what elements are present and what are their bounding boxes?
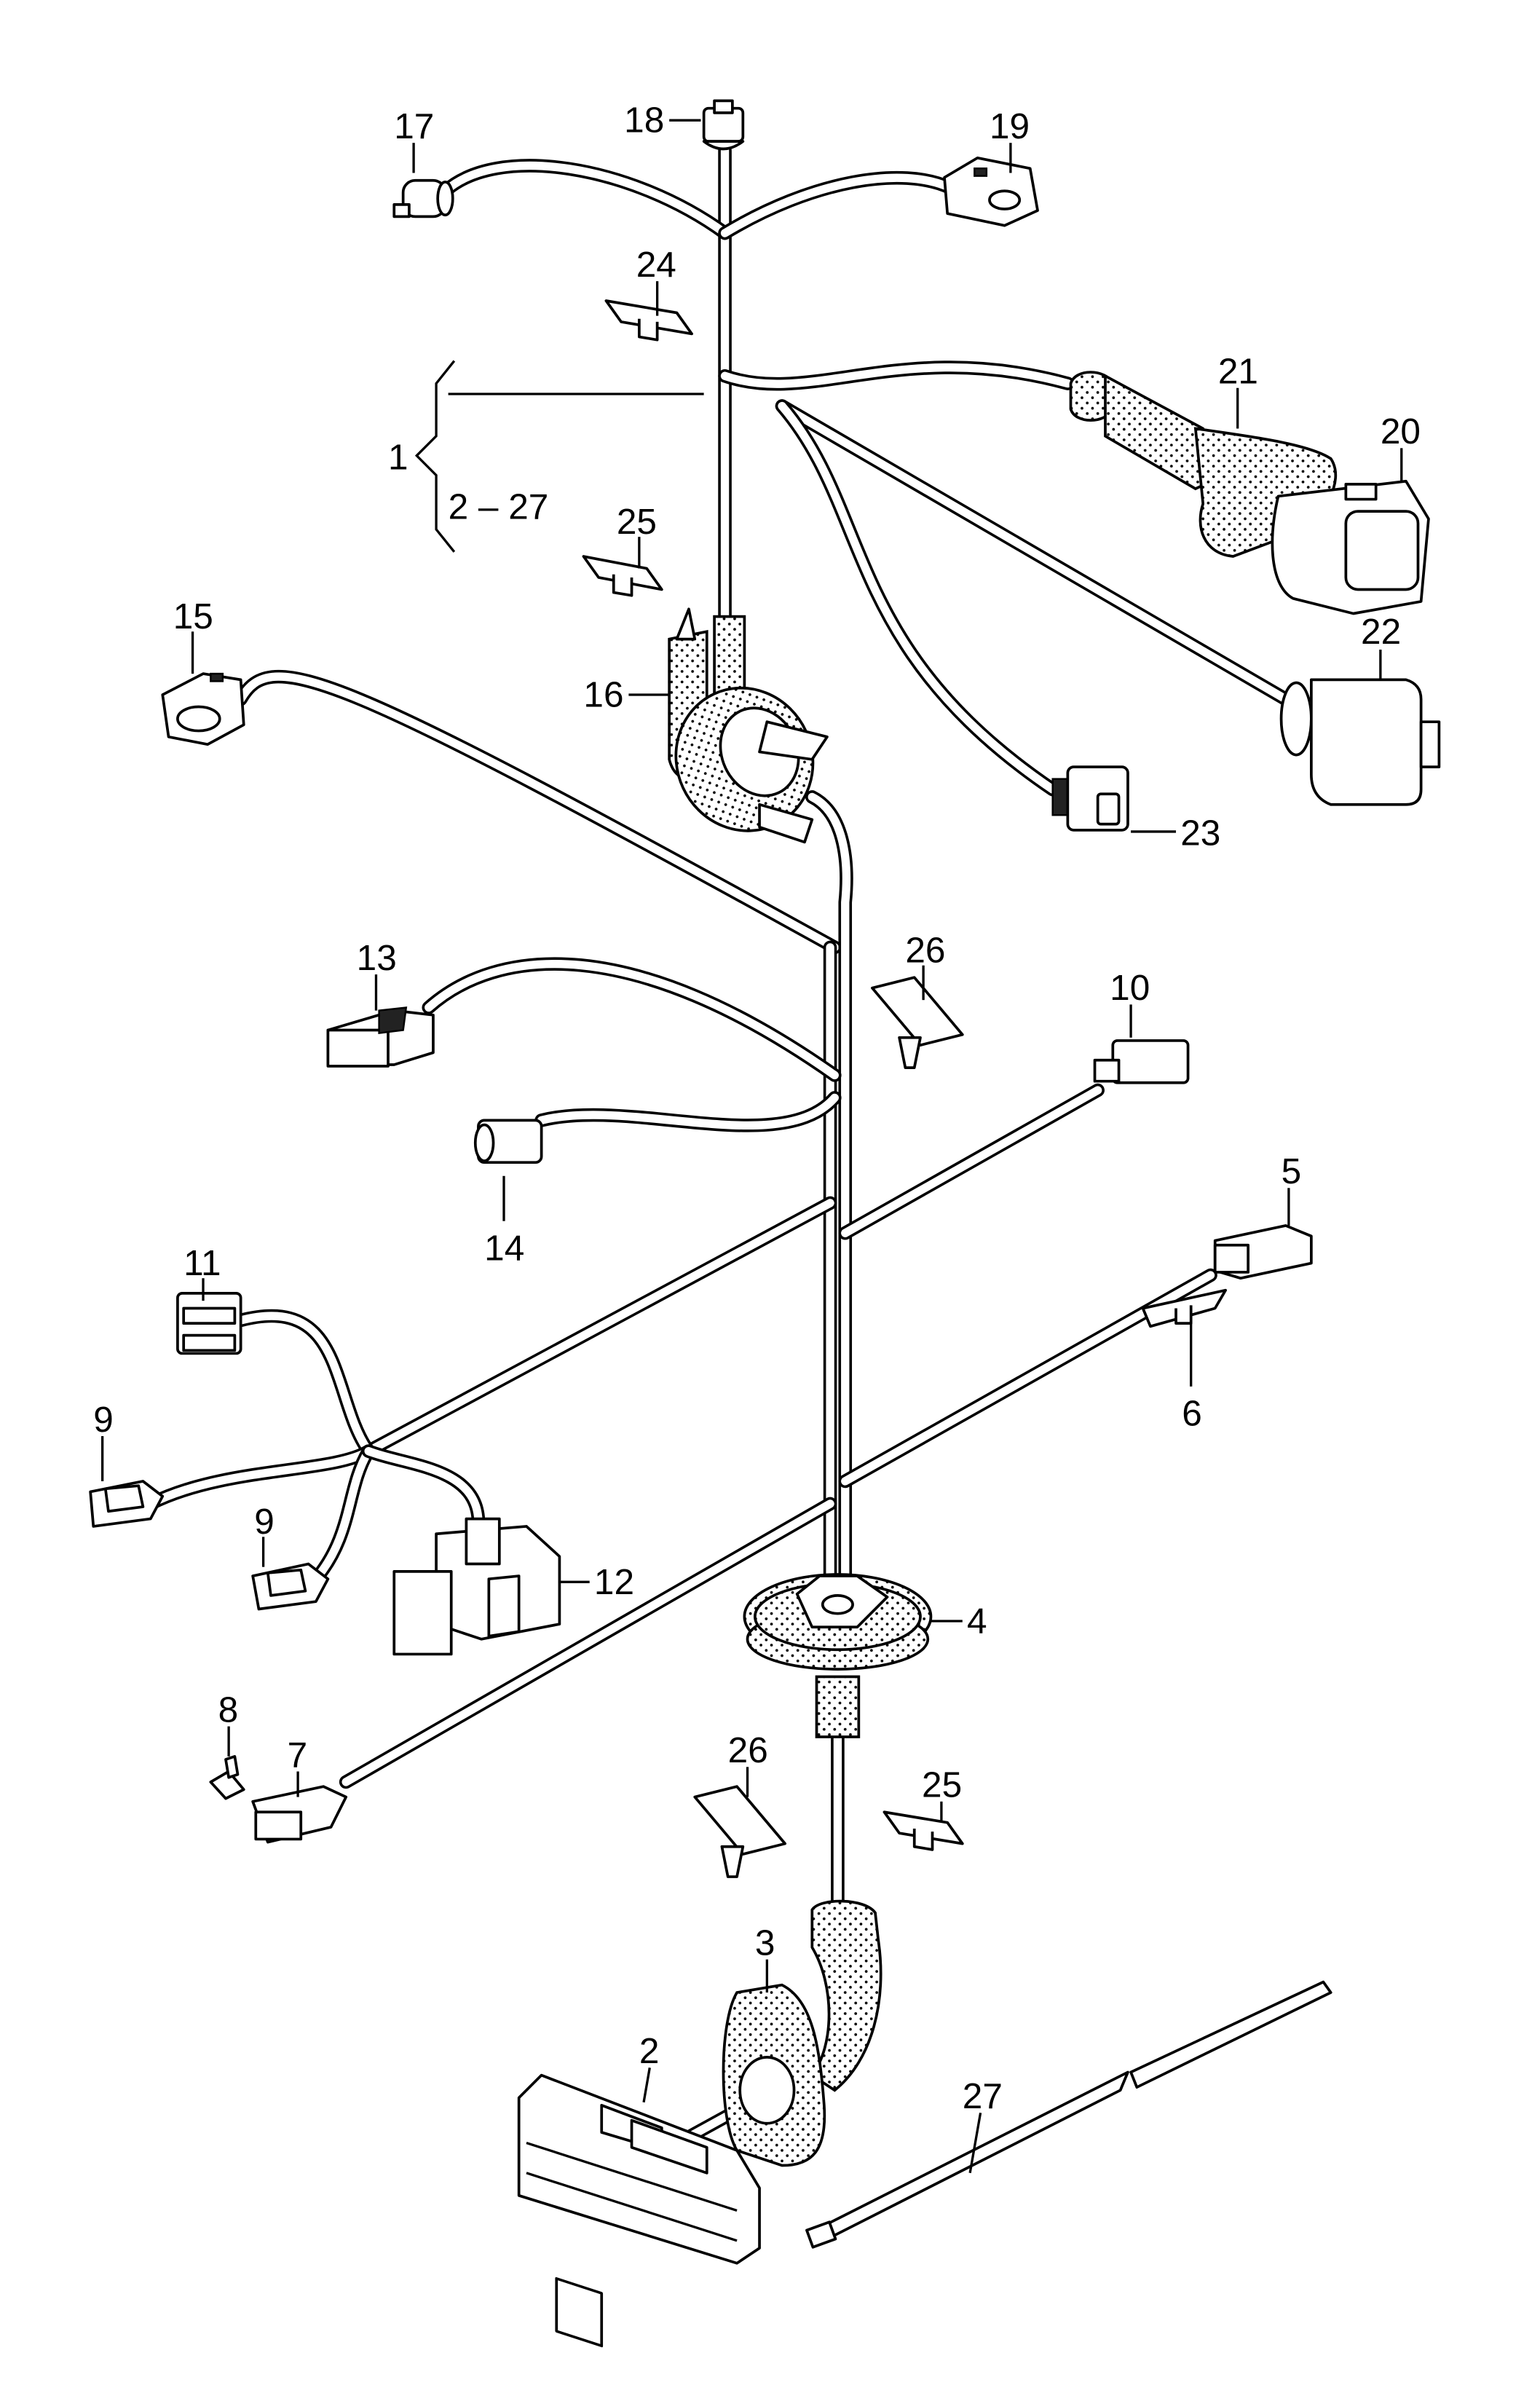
part-10-connector[interactable] — [1093, 1039, 1190, 1084]
callout-13[interactable]: 13 — [357, 937, 397, 978]
part-19-connector[interactable] — [943, 156, 1039, 227]
callout-9-lower[interactable]: 9 — [254, 1501, 275, 1542]
part-9-connector-lower[interactable] — [251, 1562, 330, 1611]
part-25-cable-clip-lower[interactable] — [882, 1810, 964, 1851]
callout-26-lower[interactable]: 26 — [728, 1730, 768, 1770]
callout-22[interactable]: 22 — [1361, 611, 1401, 652]
part-3-grommet-sleeve[interactable] — [722, 1899, 882, 2167]
part-23-connector[interactable] — [1051, 765, 1129, 832]
part-13-connector[interactable] — [326, 1006, 435, 1068]
callout-26-upper[interactable]: 26 — [905, 930, 945, 971]
callout-2[interactable]: 2 — [639, 2030, 660, 2071]
callout-18[interactable]: 18 — [624, 100, 664, 141]
group-bracket — [414, 360, 704, 553]
callout-6[interactable]: 6 — [1182, 1393, 1202, 1434]
callout-9-upper[interactable]: 9 — [93, 1399, 114, 1440]
harness-wires — [143, 143, 1293, 2142]
part-15-connector[interactable] — [161, 672, 245, 746]
callout-3[interactable]: 3 — [755, 1922, 775, 1963]
callout-21[interactable]: 21 — [1218, 351, 1258, 392]
part-24-cable-clip[interactable] — [604, 299, 693, 342]
group-label-range: 2 – 27 — [449, 486, 549, 527]
part-27-cable-tie[interactable] — [805, 1980, 1332, 2249]
part-26-cable-clip-upper[interactable] — [871, 976, 964, 1069]
part-20-multi-pin-connector[interactable] — [1271, 479, 1430, 615]
part-16-grommet[interactable] — [652, 607, 836, 854]
callout-15[interactable]: 15 — [173, 596, 213, 636]
callout-10[interactable]: 10 — [1110, 967, 1150, 1008]
callout-labels: 1 2 – 27 17 18 19 24 21 20 25 15 16 22 2… — [93, 100, 1421, 2116]
part-26-cable-clip-lower[interactable] — [693, 1785, 787, 1878]
callout-4[interactable]: 4 — [967, 1601, 987, 1641]
callout-25-lower[interactable]: 25 — [922, 1765, 962, 1805]
part-25-cable-clip-top[interactable] — [582, 555, 663, 597]
callout-11[interactable]: 11 — [183, 1242, 221, 1283]
callout-25-top[interactable]: 25 — [617, 501, 657, 542]
callout-23[interactable]: 23 — [1180, 812, 1220, 853]
part-12-connector-housing[interactable] — [392, 1517, 561, 1656]
part-4-grommet[interactable] — [743, 1573, 933, 1738]
callout-12[interactable]: 12 — [594, 1561, 634, 1602]
part-18-connector[interactable] — [702, 99, 745, 151]
part-9-connector-upper[interactable] — [89, 1480, 165, 1528]
group-label-main: 1 — [388, 436, 408, 477]
callout-14[interactable]: 14 — [484, 1227, 524, 1268]
leader-lines — [101, 119, 1403, 2174]
callout-24[interactable]: 24 — [636, 244, 676, 285]
callout-27[interactable]: 27 — [963, 2075, 1003, 2116]
part-2-control-unit-connector[interactable] — [517, 2073, 761, 2348]
callout-5[interactable]: 5 — [1282, 1151, 1302, 1191]
part-6-cable-clip[interactable] — [1141, 1288, 1228, 1328]
callout-19[interactable]: 19 — [990, 106, 1030, 146]
callout-17[interactable]: 17 — [394, 106, 434, 146]
part-7-connector[interactable] — [251, 1785, 348, 1844]
part-5-connector[interactable] — [1213, 1224, 1313, 1280]
part-11-connector[interactable] — [176, 1291, 242, 1355]
part-8-retaining-clip[interactable] — [209, 1754, 245, 1800]
part-17-connector[interactable] — [392, 178, 454, 218]
callout-20[interactable]: 20 — [1381, 411, 1421, 452]
part-14-connector[interactable] — [473, 1119, 543, 1164]
callout-8[interactable]: 8 — [218, 1689, 239, 1730]
part-22-multi-pin-connector[interactable] — [1279, 678, 1441, 806]
callout-7[interactable]: 7 — [288, 1734, 308, 1775]
callout-16[interactable]: 16 — [583, 674, 623, 715]
